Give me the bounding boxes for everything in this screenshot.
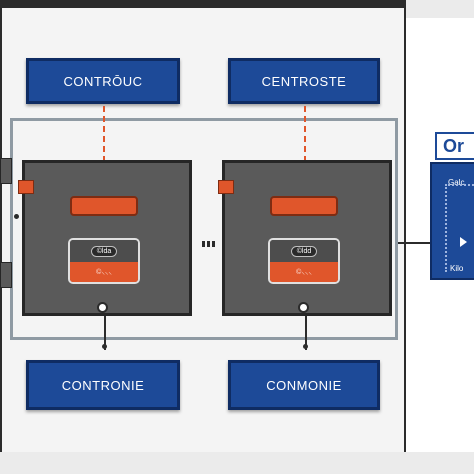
right-panel-title-text: Or [443,135,465,156]
right-panel-line2: Kilo [450,264,464,273]
module-right-slot[interactable]: ©ldd ©⸜⸜⸜ [268,238,340,284]
module-left-slot-bottom: ©⸜⸜⸜ [70,262,138,282]
side-tab-top [0,158,12,184]
module-left [22,160,192,316]
module-link-connector [196,240,220,248]
module-left-status-icon [18,180,34,194]
controller-bottom-right[interactable]: CONMONIE [228,360,380,410]
connector-mark [211,241,215,247]
module-right-slot-top: ©ldd [270,240,338,262]
side-tab-bottom [0,262,12,288]
port-dot-right-bottom [298,302,309,313]
controller-bottom-left-label: CONTRONIE [61,377,145,393]
module-right-slot-bottom: ©⸜⸜⸜ [270,262,338,282]
link-bottom-right [305,316,307,350]
controller-top-right[interactable]: CENTROSTE [228,58,380,104]
top-border [0,0,406,8]
module-left-slot[interactable]: ©lda ©⸜⸜⸜ [68,238,140,284]
arrow-right-icon [460,237,467,247]
junction-dot-right [303,344,308,349]
right-panel-title: Or [435,132,474,160]
link-to-right-panel [398,242,438,244]
controller-top-right-label: CENTROSTE [261,73,347,89]
module-left-slot-top: ©lda [70,240,138,262]
module-left-slot-top-label: ©lda [90,245,118,257]
right-panel-line1: Galc [448,178,465,187]
connector-mark [201,241,205,247]
link-bottom-left [104,316,106,350]
junction-dot-left [102,344,107,349]
module-right-header-bar[interactable] [270,196,338,216]
controller-top-left-label: CONTRŌUC [63,73,143,89]
controller-top-left[interactable]: CONTRŌUC [26,58,180,104]
port-dot-left [14,214,19,219]
module-right-slot-top-label: ©ldd [290,245,318,257]
port-dot-left-bottom [97,302,108,313]
controller-bottom-right-label: CONMONIE [266,377,342,393]
right-panel-inner-frame [445,184,474,272]
controller-bottom-left[interactable]: CONTRONIE [26,360,180,410]
dashed-link-left [103,106,105,172]
module-right-status-icon [218,180,234,194]
module-frame [10,118,398,340]
module-left-header-bar[interactable] [70,196,138,216]
right-panel-box[interactable] [430,162,474,280]
module-right-slot-bottom-label: ©⸜⸜⸜ [296,268,312,276]
dashed-link-right [304,106,306,172]
module-left-slot-bottom-label: ©⸜⸜⸜ [96,268,112,276]
connector-mark [206,241,210,247]
